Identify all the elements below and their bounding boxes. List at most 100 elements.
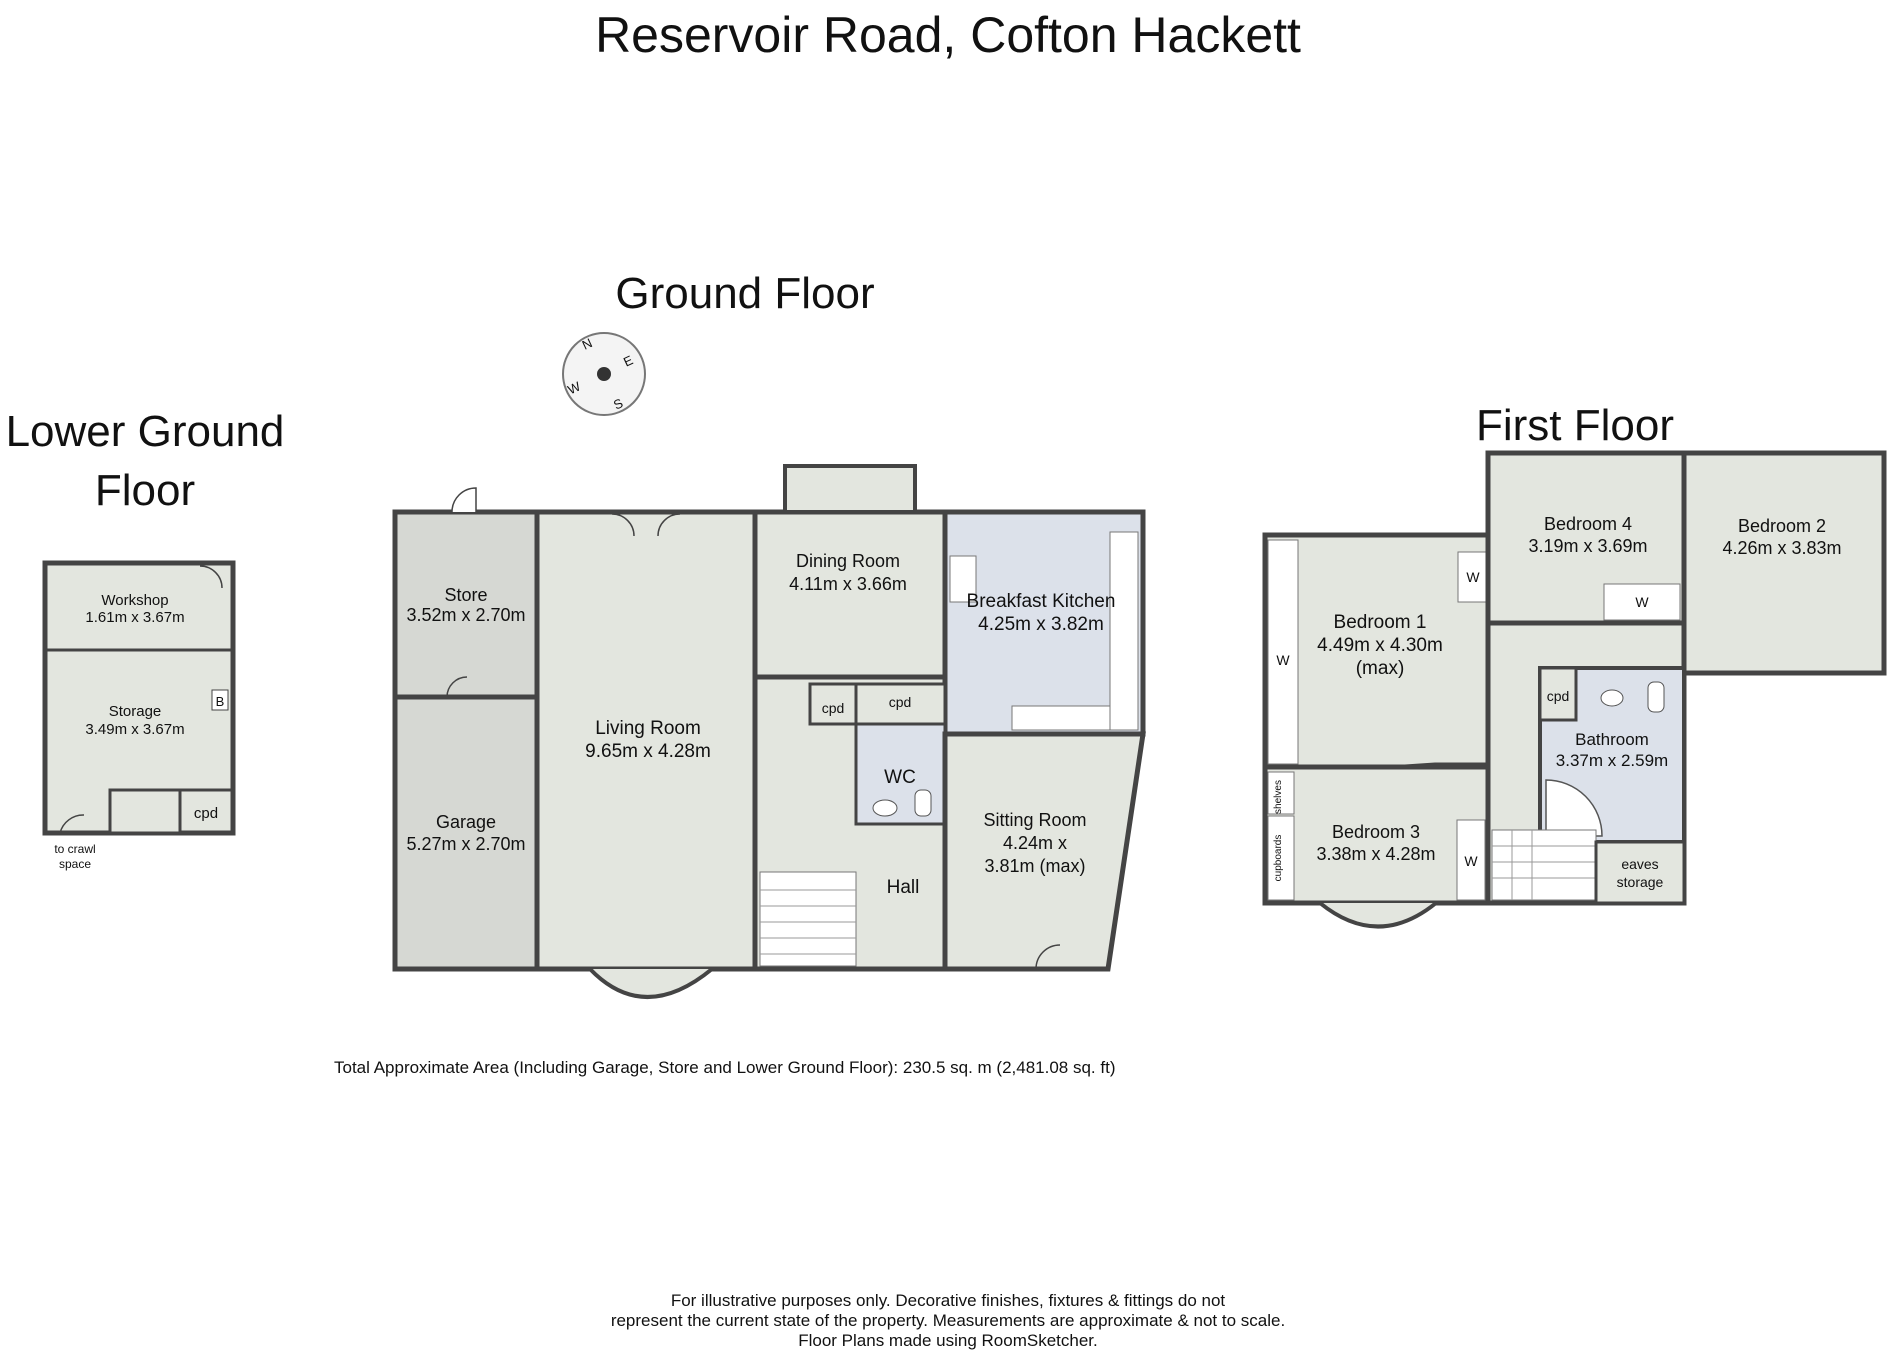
eaves-storage bbox=[1594, 840, 1686, 905]
sitting-room bbox=[942, 731, 1146, 972]
eaves-label-1: eaves bbox=[1621, 856, 1658, 872]
bedroom-1-wardrobe-left bbox=[1267, 539, 1299, 765]
stair-treads bbox=[760, 889, 856, 955]
lower-ground-label-line1: Lower Ground bbox=[5, 407, 285, 456]
garage-door-icon bbox=[446, 676, 468, 698]
hall-staircase bbox=[759, 871, 857, 967]
living-room bbox=[534, 509, 758, 972]
living-french-doors bbox=[611, 513, 681, 537]
lower-ground-floor-label: Lower Ground Floor bbox=[0, 402, 290, 521]
bedroom-4-wardrobe bbox=[1603, 583, 1681, 621]
bedroom-3-wardrobe bbox=[1456, 819, 1486, 901]
breakfast-kitchen-name: Breakfast Kitchen bbox=[967, 591, 1116, 612]
crawl-door-icon bbox=[59, 814, 85, 834]
storage-dims: 3.49m x 3.67m bbox=[85, 721, 184, 738]
sitting-room-name: Sitting Room bbox=[983, 810, 1086, 830]
bathroom-bath bbox=[1545, 779, 1603, 837]
bathroom-cpd bbox=[1538, 666, 1578, 722]
garage-dims: 5.27m x 2.70m bbox=[406, 834, 525, 854]
lower-ground-label-line2: Floor bbox=[94, 466, 196, 516]
living-bay-window bbox=[588, 967, 714, 999]
bedroom-3-room bbox=[1262, 764, 1491, 906]
first-floor-plan: Bedroom 1 4.49m x 4.30m (max) Bedroom 2 … bbox=[1262, 450, 1887, 929]
compass-needle-b bbox=[588, 362, 620, 386]
dining-room-name: Dining Room bbox=[796, 551, 900, 571]
eaves-label-2: storage bbox=[1617, 874, 1664, 890]
boiler-mark: B bbox=[216, 694, 225, 709]
bathroom-basin bbox=[1600, 689, 1624, 707]
bedroom-3-name: Bedroom 3 bbox=[1332, 822, 1420, 842]
disclaimer: For illustrative purposes only. Decorati… bbox=[0, 1291, 1896, 1351]
store-room bbox=[392, 509, 540, 700]
bedroom-4-name: Bedroom 4 bbox=[1544, 514, 1632, 534]
store-dims: 3.52m x 2.70m bbox=[406, 605, 525, 625]
disclaimer-line-1: For illustrative purposes only. Decorati… bbox=[670, 1291, 1226, 1310]
store-door-icon bbox=[451, 487, 477, 513]
bedroom-3-bay-window bbox=[1318, 901, 1438, 929]
cpd-left-box bbox=[808, 682, 858, 726]
first-floor-label: First Floor bbox=[1476, 401, 1674, 450]
workshop-door-icon bbox=[199, 565, 223, 589]
dining-room bbox=[752, 509, 948, 680]
bedroom-4-dims: 3.19m x 3.69m bbox=[1528, 536, 1647, 556]
bedroom-1-dims: 4.49m x 4.30m bbox=[1317, 635, 1443, 656]
bedroom-1-name: Bedroom 1 bbox=[1334, 612, 1427, 633]
breakfast-kitchen-dims: 4.25m x 3.82m bbox=[978, 614, 1104, 635]
compass-rose: N E S W bbox=[562, 332, 646, 416]
workshop-dims: 1.61m x 3.67m bbox=[85, 609, 184, 626]
bathroom-cpd-mark: cpd bbox=[1547, 688, 1570, 704]
bedroom-1-wardrobe-mark: W bbox=[1276, 652, 1290, 668]
boiler-box bbox=[211, 689, 229, 711]
cpd-right-box bbox=[854, 682, 947, 726]
bedroom-3-shelves bbox=[1267, 771, 1295, 815]
first-floor-staircase bbox=[1491, 829, 1597, 901]
cpd-right-mark: cpd bbox=[889, 694, 912, 710]
lower-ground-plan: Workshop 1.61m x 3.67m Storage 3.49m x 3… bbox=[42, 560, 236, 871]
wc-toilet bbox=[914, 789, 932, 817]
bathroom-dims: 3.37m x 2.59m bbox=[1556, 751, 1668, 770]
bathroom-name: Bathroom bbox=[1575, 730, 1649, 749]
living-room-dims: 9.65m x 4.28m bbox=[585, 741, 711, 762]
disclaimer-line-3: Floor Plans made using RoomSketcher. bbox=[798, 1330, 1098, 1350]
bedroom-2-dims: 4.26m x 3.83m bbox=[1722, 538, 1841, 558]
lower-cpd-mark: cpd bbox=[194, 805, 218, 822]
lower-ground-outline bbox=[42, 560, 236, 836]
living-room-name: Living Room bbox=[595, 718, 701, 739]
disclaimer-line-2: represent the current state of the prope… bbox=[610, 1310, 1286, 1330]
bedroom-2-room bbox=[1681, 450, 1887, 676]
dining-bay bbox=[783, 464, 917, 514]
sitting-door-icon bbox=[1035, 944, 1061, 970]
first-stair-treads bbox=[1492, 830, 1596, 900]
crawl-label-1: to crawl bbox=[54, 842, 95, 856]
bedroom-3-cupboards bbox=[1267, 815, 1295, 901]
hall-name: Hall bbox=[887, 877, 920, 898]
plan-title: Reservoir Road, Cofton Hackett bbox=[595, 7, 1301, 63]
bedroom-3-dims: 3.38m x 4.28m bbox=[1316, 844, 1435, 864]
garage-room bbox=[392, 694, 540, 972]
wc-name: WC bbox=[884, 767, 916, 788]
bedroom-1-wardrobe-right-mark: W bbox=[1466, 569, 1480, 585]
kitchen-worktop bbox=[1011, 705, 1113, 731]
storage-name: Storage bbox=[109, 703, 162, 720]
shelves-mark: shelves bbox=[1273, 780, 1284, 814]
bedroom-1-dims-max: (max) bbox=[1356, 658, 1405, 679]
workshop-name: Workshop bbox=[101, 592, 168, 609]
cpd-left-mark: cpd bbox=[822, 700, 845, 716]
sitting-room-dims-1: 4.24m x bbox=[1003, 833, 1067, 853]
wc-basin bbox=[872, 799, 898, 817]
sitting-room-dims-2: 3.81m (max) bbox=[984, 856, 1085, 876]
cupboards-mark: cupboards bbox=[1273, 835, 1284, 882]
total-area: Total Approximate Area (Including Garage… bbox=[334, 1058, 1116, 1077]
bedroom-4-wardrobe-mark: W bbox=[1635, 594, 1649, 610]
bedroom-2-name: Bedroom 2 bbox=[1738, 516, 1826, 536]
crawl-label-2: space bbox=[59, 857, 91, 871]
kitchen-left-unit bbox=[949, 555, 977, 603]
garage-name: Garage bbox=[436, 812, 496, 832]
bathroom-toilet bbox=[1647, 681, 1665, 713]
kitchen-units bbox=[1109, 531, 1139, 731]
store-name: Store bbox=[444, 585, 487, 605]
lower-ground-cupboard bbox=[108, 788, 182, 835]
dining-room-dims: 4.11m x 3.66m bbox=[789, 574, 907, 594]
ground-floor-label: Ground Floor bbox=[615, 269, 875, 318]
